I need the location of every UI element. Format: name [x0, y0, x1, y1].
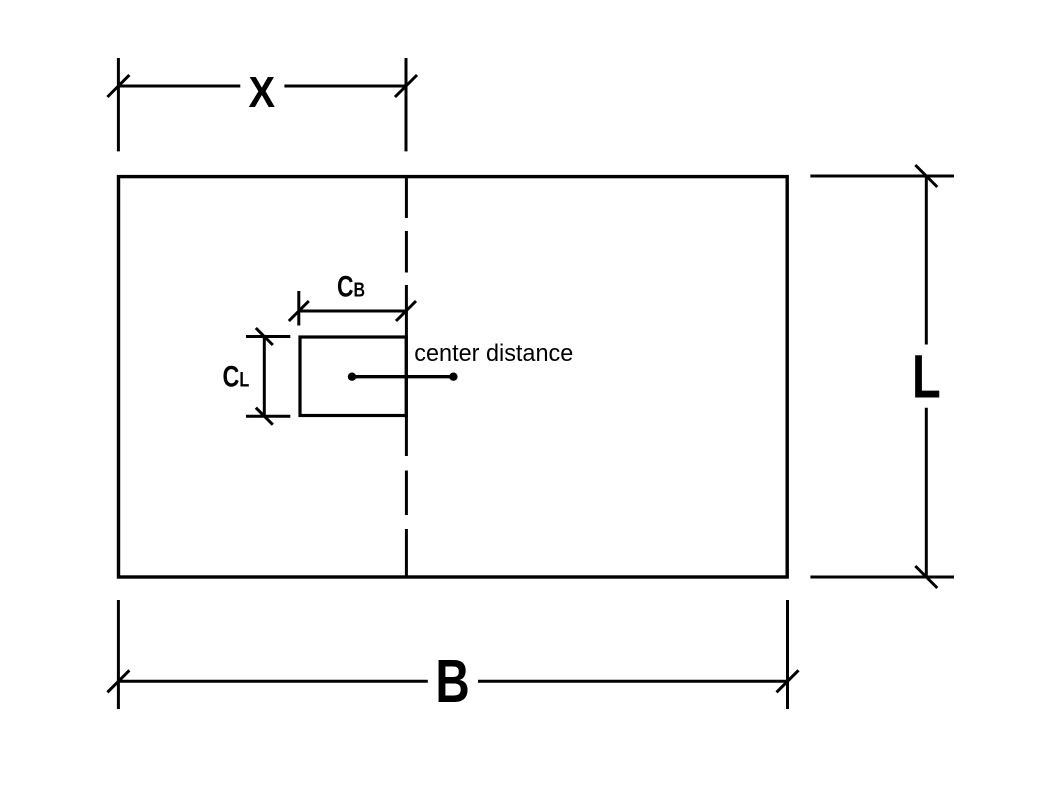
svg-text:L: L [912, 343, 941, 411]
svg-text:center distance: center distance [414, 339, 573, 366]
svg-text:CB: CB [337, 270, 365, 304]
svg-text:X: X [248, 68, 275, 117]
svg-text:B: B [435, 647, 469, 715]
